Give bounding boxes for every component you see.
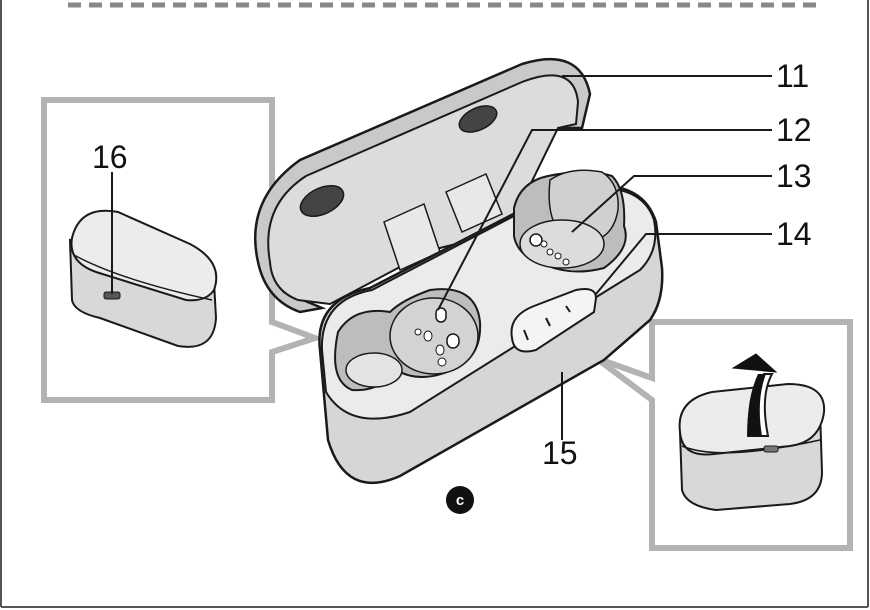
inset-right-open-view bbox=[594, 319, 853, 551]
callout-12: 12 bbox=[776, 112, 812, 148]
right-earbud-well bbox=[513, 169, 627, 273]
left-earbud-well bbox=[334, 288, 482, 392]
figure-badge-label: c bbox=[456, 492, 464, 509]
callout-14: 14 bbox=[776, 216, 812, 252]
callout-leader-lines bbox=[437, 75, 772, 440]
inset-left-port-view: 16 bbox=[41, 97, 325, 403]
callout-11: 11 bbox=[776, 58, 809, 94]
figure-badge: c bbox=[446, 486, 474, 514]
callout-13: 13 bbox=[776, 158, 812, 194]
indicator-lights-panel bbox=[510, 288, 598, 353]
open-lid-arrow-icon bbox=[731, 353, 778, 437]
case-lid bbox=[254, 57, 592, 314]
closed-case-left bbox=[68, 209, 218, 348]
callout-15: 15 bbox=[542, 435, 578, 471]
main-charging-case bbox=[254, 57, 664, 485]
callout-16: 16 bbox=[92, 139, 128, 175]
